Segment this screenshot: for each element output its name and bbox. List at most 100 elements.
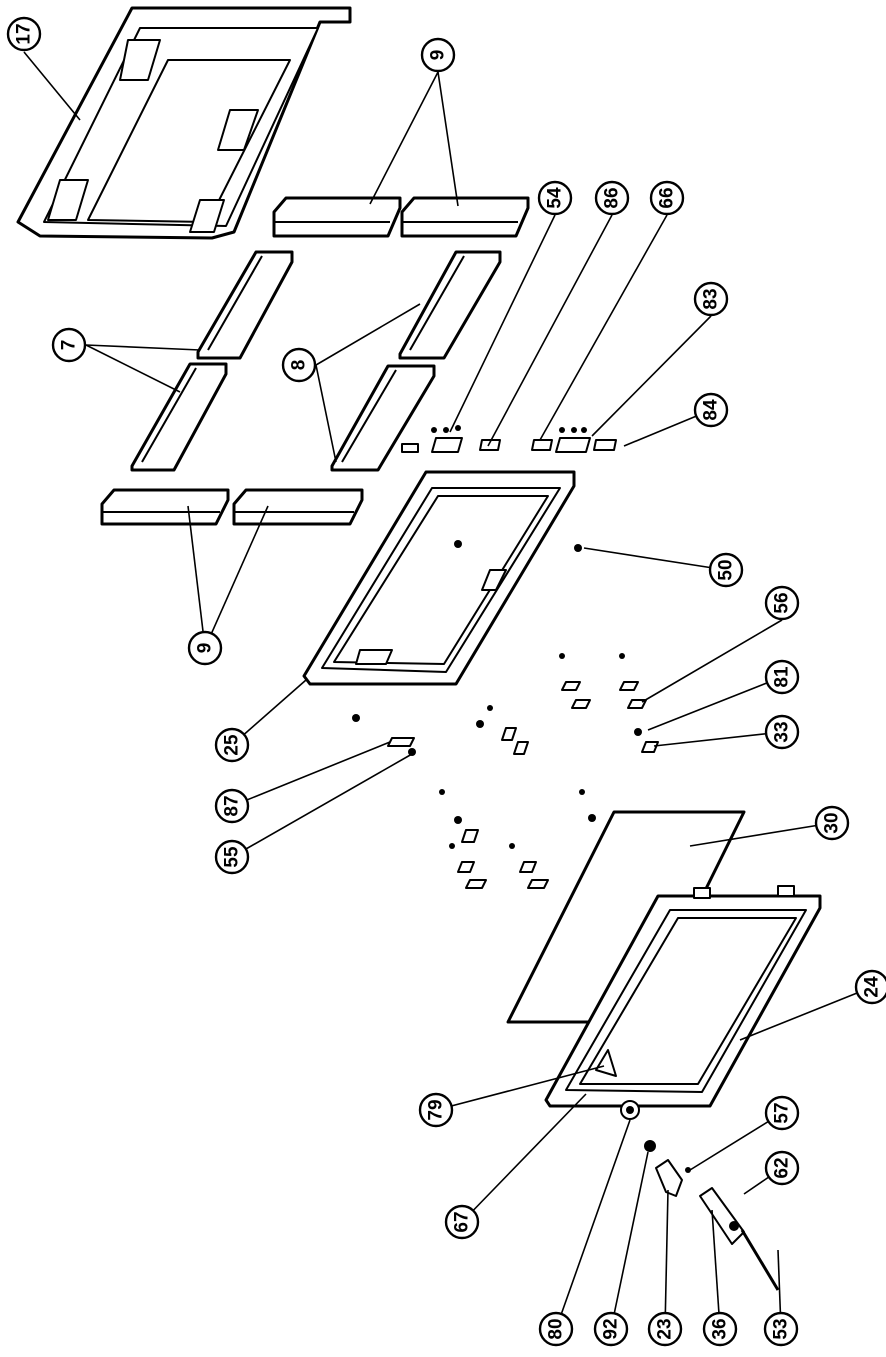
callout-number: 7 — [59, 340, 80, 351]
callout-87: 87 — [214, 788, 250, 824]
callout-number: 57 — [772, 1102, 793, 1123]
callout-36: 36 — [702, 1311, 738, 1347]
callout-circle — [214, 788, 250, 824]
callout-number: 25 — [222, 734, 243, 756]
part-9-lower-right — [232, 488, 364, 526]
callout-number: 83 — [701, 288, 722, 309]
callout-circle — [281, 347, 317, 383]
callout-circle — [537, 180, 573, 216]
callout-circle — [854, 969, 886, 1005]
callout-circle — [6, 16, 42, 52]
callout-number: 55 — [222, 846, 243, 868]
callout-50: 50 — [708, 552, 744, 588]
callout-circle — [693, 392, 729, 428]
part-9-lower-left — [100, 488, 230, 526]
part-7-lower — [130, 362, 228, 472]
callout-25: 25 — [214, 727, 250, 763]
callout-circle — [51, 327, 87, 363]
callout-number: 23 — [655, 1318, 676, 1339]
callout-number: 50 — [716, 559, 737, 580]
callout-55: 55 — [214, 839, 250, 875]
callout-circle — [764, 714, 800, 750]
callout-67: 67 — [444, 1204, 480, 1240]
callout-54: 54 — [537, 180, 573, 216]
callout-17: 17 — [6, 16, 42, 52]
part-9-top-right — [400, 196, 530, 238]
callout-number: 17 — [14, 23, 35, 44]
callout-23: 23 — [647, 1311, 683, 1347]
callout-56: 56 — [764, 585, 800, 621]
callout-circle — [647, 1311, 683, 1347]
callout-number: 84 — [701, 399, 722, 421]
callout-circle — [649, 180, 685, 216]
part-8-lower — [330, 364, 436, 472]
callout-57: 57 — [764, 1095, 800, 1131]
callout-circle — [708, 552, 744, 588]
callout-92: 92 — [593, 1311, 629, 1347]
callout-circle — [593, 1311, 629, 1347]
callout-number: 66 — [657, 187, 678, 208]
callout-circle — [814, 805, 850, 841]
callout-number: 87 — [222, 795, 243, 816]
callout-79: 79 — [418, 1092, 454, 1128]
callout-9: 9 — [420, 37, 456, 73]
hardware-cluster-lower — [439, 789, 596, 889]
part-25-frame — [302, 470, 576, 686]
callouts: 17 9 54 86 66 7 8 83 84 50 9 56 81 25 33 87 30 55 24 79 57 62… — [6, 16, 886, 1347]
callout-number: 92 — [601, 1318, 622, 1339]
callout-33: 33 — [764, 714, 800, 750]
callout-circle — [594, 180, 630, 216]
callout-number: 53 — [771, 1318, 792, 1339]
callout-circle — [418, 1092, 454, 1128]
callout-7: 7 — [51, 327, 87, 363]
callout-number: 9 — [428, 50, 449, 61]
callout-number: 36 — [710, 1318, 731, 1339]
callout-number: 33 — [772, 721, 793, 742]
callout-circle — [187, 630, 223, 666]
callout-53: 53 — [763, 1311, 799, 1347]
callout-83: 83 — [693, 281, 729, 317]
callout-number: 9 — [195, 643, 216, 654]
callout-number: 62 — [772, 1157, 793, 1178]
callout-62: 62 — [764, 1150, 800, 1186]
part-8-upper — [398, 250, 502, 360]
part-24-frame — [544, 885, 822, 1108]
callout-number: 56 — [772, 592, 793, 613]
callout-circle — [763, 1311, 799, 1347]
callout-circle — [764, 659, 800, 695]
callout-circle — [444, 1204, 480, 1240]
callout-number: 24 — [862, 976, 883, 998]
callout-number: 80 — [546, 1318, 567, 1339]
callout-circle — [702, 1311, 738, 1347]
callout-circle — [538, 1311, 574, 1347]
callout-30: 30 — [814, 805, 850, 841]
hardware-cluster-upper — [401, 425, 617, 552]
callout-24: 24 — [854, 969, 886, 1005]
callout-number: 8 — [289, 360, 310, 371]
callout-circle — [420, 37, 456, 73]
callout-number: 86 — [602, 187, 623, 208]
callout-number: 67 — [452, 1211, 473, 1232]
callout-66: 66 — [649, 180, 685, 216]
callout-80: 80 — [538, 1311, 574, 1347]
callout-number: 79 — [426, 1099, 447, 1120]
bottom-hardware — [620, 1100, 780, 1291]
callout-circle — [764, 585, 800, 621]
callout-circle — [214, 839, 250, 875]
leader-lines — [23, 51, 873, 1330]
callout-9: 9 — [187, 630, 223, 666]
callout-number: 30 — [822, 812, 843, 833]
callout-circle — [214, 727, 250, 763]
callout-circle — [764, 1095, 800, 1131]
hardware-cluster-middle — [352, 653, 659, 756]
callout-number: 81 — [772, 666, 793, 688]
callout-8: 8 — [281, 347, 317, 383]
part-9-top-left — [272, 196, 402, 238]
callout-circle — [693, 281, 729, 317]
callout-circle — [764, 1150, 800, 1186]
callout-81: 81 — [764, 659, 800, 695]
part-17-frame — [16, 6, 352, 240]
callout-number: 54 — [545, 187, 566, 209]
